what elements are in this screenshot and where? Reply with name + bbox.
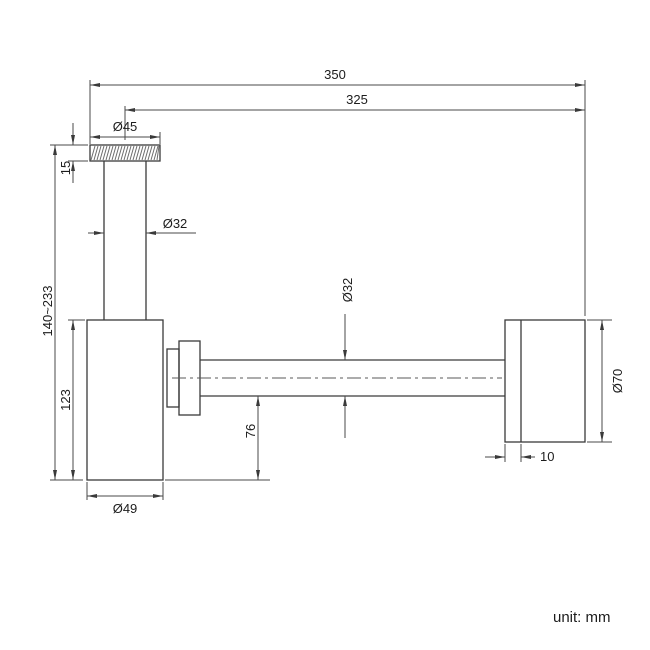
dim-flange-height: 15 — [58, 123, 88, 183]
dim-label-350: 350 — [324, 67, 346, 82]
inlet-flange — [89, 144, 161, 162]
dim-outlet-pipe-diameter: Ø32 — [340, 278, 355, 438]
dim-wall-flange-depth: 10 — [485, 444, 554, 464]
dim-overall-width: 350 — [89, 67, 586, 316]
dim-label-10: 10 — [540, 449, 554, 464]
dim-body-diameter: Ø49 — [86, 482, 164, 516]
wall-flange — [504, 319, 586, 443]
dim-label-49: Ø49 — [113, 501, 138, 516]
trap-outline — [86, 144, 586, 481]
dim-label-123: 123 — [58, 389, 73, 411]
dim-adjustable-height: 140~233 — [40, 144, 86, 481]
dim-label-70: Ø70 — [610, 369, 625, 394]
dim-body-height: 123 — [58, 319, 85, 480]
dim-label-32-pipe: Ø32 — [340, 278, 355, 303]
dim-label-45: Ø45 — [113, 119, 138, 134]
dim-wall-flange-diameter: Ø70 — [587, 319, 625, 443]
dim-label-140-233: 140~233 — [40, 286, 55, 337]
inlet-flange-hatch — [90, 145, 160, 161]
dim-inlet-tube-diameter: Ø32 — [88, 216, 196, 235]
dim-label-325: 325 — [346, 92, 368, 107]
trap-body — [86, 319, 164, 481]
dim-outlet-length: 325 — [124, 92, 585, 140]
dim-inlet-flange-diameter: Ø45 — [89, 119, 161, 144]
dim-outlet-drop: 76 — [165, 396, 270, 481]
dim-label-76: 76 — [243, 424, 258, 438]
dim-label-32-tube: Ø32 — [163, 216, 188, 231]
dim-label-15: 15 — [58, 161, 73, 175]
unit-label: unit: mm — [553, 609, 611, 626]
